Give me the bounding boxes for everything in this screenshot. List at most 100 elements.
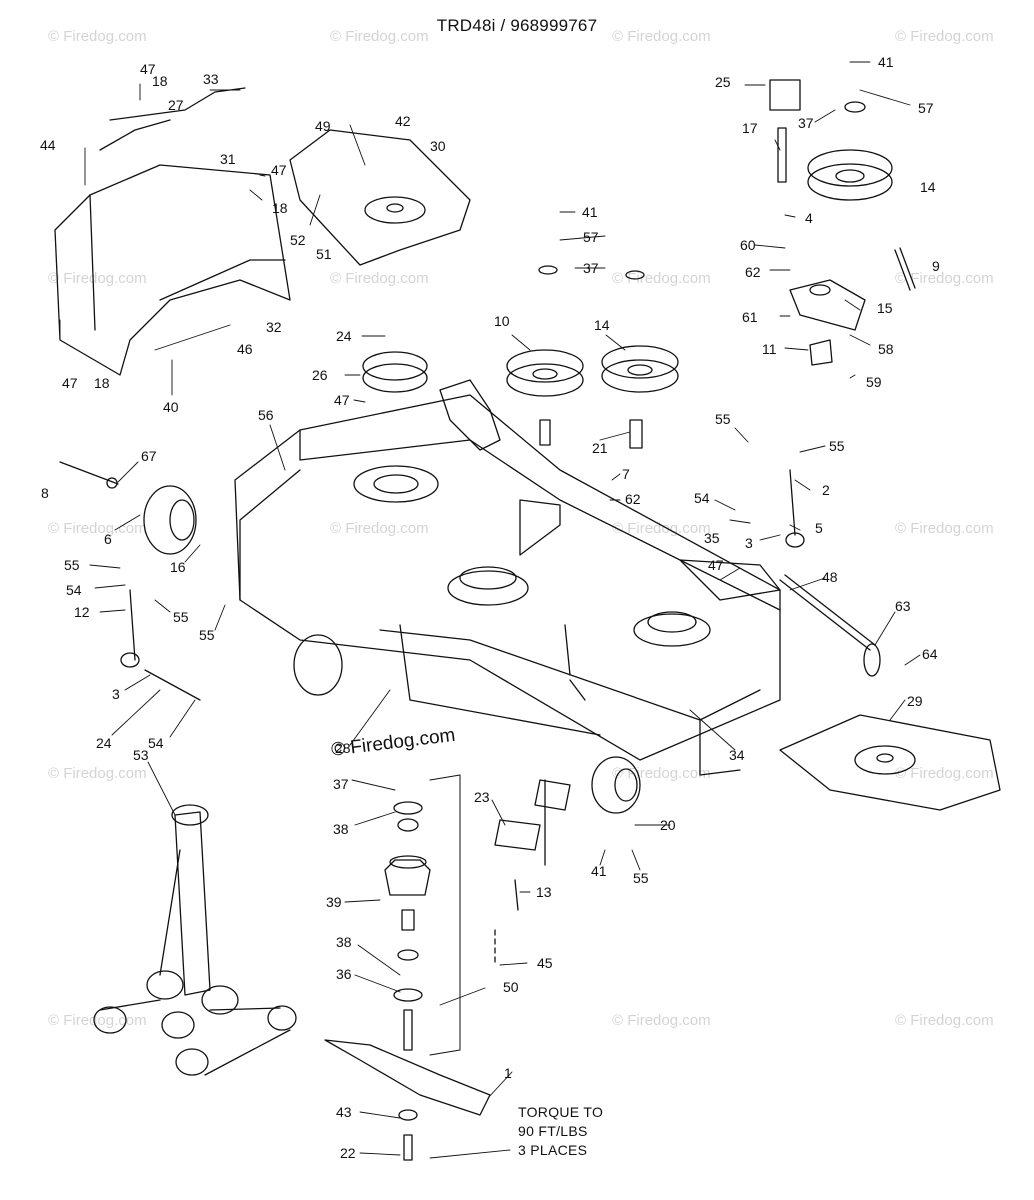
watermark: © Firedog.com [330,520,429,537]
callout-number: 7 [622,466,630,482]
callout-number: 47 [334,392,350,408]
spindle-assembly [324,774,496,1161]
callout-number: 28 [335,740,351,756]
callout-number: 9 [932,258,940,274]
watermark: © Firedog.com [612,270,711,287]
callout-number: 47 [708,557,724,573]
callout-number: 17 [742,120,758,136]
callout-number: 24 [336,328,352,344]
watermark: © Firedog.com [48,520,147,537]
callout-number: 55 [173,609,189,625]
callout-number: 48 [822,569,838,585]
watermark: © Firedog.com [48,270,147,287]
callout-number: 21 [592,440,608,456]
watermark: © Firedog.com [895,765,994,782]
callout-number: 49 [315,118,331,134]
gauge-wheels [59,461,641,814]
deck-belt [93,804,297,1076]
callout-number: 14 [920,179,936,195]
callout-number: 39 [326,894,342,910]
callout-number: 18 [152,73,168,89]
callout-number: 42 [395,113,411,129]
idler-pulleys [362,79,916,449]
callout-number: 56 [258,407,274,423]
callout-number: 37 [333,776,349,792]
watermark: © Firedog.com [895,520,994,537]
callout-number: 47 [271,162,287,178]
hardware [120,469,881,911]
watermark: © Firedog.com [895,28,994,45]
callout-number: 3 [745,535,753,551]
callout-number: 35 [704,530,720,546]
callout-number: 54 [148,735,164,751]
callout-number: 15 [877,300,893,316]
callout-number: 55 [829,438,845,454]
callout-number: 10 [494,313,510,329]
callout-number: 54 [694,490,710,506]
callout-number: 52 [290,232,306,248]
callout-number: 24 [96,735,112,751]
callout-number: 40 [163,399,179,415]
torque-note-line: 3 PLACES [518,1142,588,1158]
callout-number: 16 [170,559,186,575]
callout-number: 41 [591,863,607,879]
watermark: © Firedog.com [612,520,711,537]
callout-number: 23 [474,789,490,805]
callout-number: 43 [336,1104,352,1120]
callout-number: 46 [237,341,253,357]
callout-number: 41 [582,204,598,220]
callout-number: 22 [340,1145,356,1161]
callout-number: 62 [745,264,761,280]
callout-number: 60 [740,237,756,253]
callout-number: 36 [336,966,352,982]
callout-number: 38 [336,934,352,950]
callout-number: 18 [94,375,110,391]
callout-number: 38 [333,821,349,837]
callout-number: 64 [922,646,938,662]
callout-number: 33 [203,71,219,87]
callout-number: 57 [583,229,599,245]
callout-number: 29 [907,693,923,709]
mulch-covers [289,129,1001,811]
deck-shell [234,379,781,776]
callout-number: 54 [66,582,82,598]
watermark: © Firedog.com [612,1012,711,1029]
callout-number: 34 [729,747,745,763]
discharge-chute [54,87,291,376]
callout-number: 27 [168,97,184,113]
callout-number: 67 [141,448,157,464]
callout-number: 57 [918,100,934,116]
watermark: © Firedog.com [612,765,711,782]
callout-number: 2 [822,482,830,498]
callout-number: 8 [41,485,49,501]
callout-number: 50 [503,979,519,995]
callout-number: 55 [633,870,649,886]
watermark: © Firedog.com [330,270,429,287]
callout-number: 18 [272,200,288,216]
callout-number: 3 [112,686,120,702]
torque-note: TORQUE TO 90 FT/LBS 3 PLACES [518,1103,603,1160]
callout-number: 37 [583,260,599,276]
callout-number: 51 [316,246,332,262]
callout-number: 6 [104,531,112,547]
watermark: © Firedog.com [895,270,994,287]
callout-number: 26 [312,367,328,383]
watermark: © Firedog.com [612,28,711,45]
callout-number: 47 [140,61,156,77]
callout-number: 55 [199,627,215,643]
watermark: © Firedog.com [895,1012,994,1029]
callout-number: 11 [762,341,777,357]
watermark: © Firedog.com [48,765,147,782]
callout-number: 59 [866,374,882,390]
callout-leaders [59,61,921,1159]
callout-number: 41 [878,54,894,70]
callout-number: 13 [536,884,552,900]
callout-number: 1 [504,1065,512,1081]
callout-number: 47 [62,375,78,391]
callout-number: 20 [660,817,676,833]
callout-number: 25 [715,74,731,90]
callout-number: 62 [625,491,641,507]
callout-number: 55 [715,411,731,427]
watermark: © Firedog.com [48,28,147,45]
